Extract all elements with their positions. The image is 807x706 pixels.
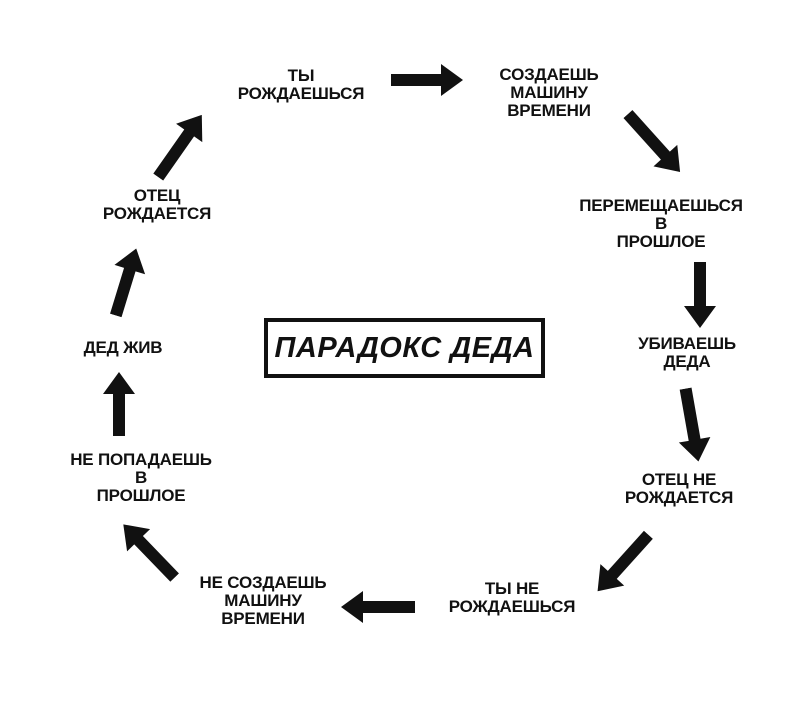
center-title-box: ПАРАДОКС ДЕДА (264, 318, 545, 378)
cycle-node-n9: ДЕД ЖИВ (83, 337, 163, 357)
cycle-node-n8: НЕ ПОПАДАЕШЬ В ПРОШЛОЕ (70, 449, 212, 506)
cycle-node-n6: ТЫ НЕ РОЖДАЕШЬСЯ (448, 578, 576, 616)
arrow-no-past-to-grandpa-icon (102, 372, 136, 436)
arrow-father-to-birth-icon (144, 105, 215, 187)
arrow-no-machine-to-no-past-icon (111, 513, 187, 590)
arrow-you-to-no-machine-icon (341, 590, 415, 624)
arrow-kill-to-father-unborn-icon (669, 386, 715, 465)
cycle-node-n10: ОТЕЦ РОЖДАЕТСЯ (102, 185, 212, 223)
cycle-node-n7: НЕ СОЗДАЕШЬ МАШИНУ ВРЕМЕНИ (199, 572, 327, 629)
cycle-node-n4: УБИВАЕШЬ ДЕДА (638, 333, 736, 371)
arrow-build-to-travel-icon (615, 103, 692, 184)
cycle-node-n3: ПЕРЕМЕЩАЕШЬСЯ В ПРОШЛОЕ (579, 195, 743, 252)
arrow-grandpa-to-father-icon (100, 244, 153, 321)
arrow-father-to-you-unborn-icon (585, 523, 661, 602)
cycle-node-n1: ТЫ РОЖДАЕШЬСЯ (237, 65, 365, 103)
arrow-birth-to-build-icon (391, 63, 463, 97)
cycle-node-n2: СОЗДАЕШЬ МАШИНУ ВРЕМЕНИ (499, 64, 599, 121)
arrow-travel-to-kill-icon (683, 262, 717, 328)
center-title-label: ПАРАДОКС ДЕДА (274, 331, 535, 364)
cycle-node-n5: ОТЕЦ НЕ РОЖДАЕТСЯ (624, 469, 734, 507)
